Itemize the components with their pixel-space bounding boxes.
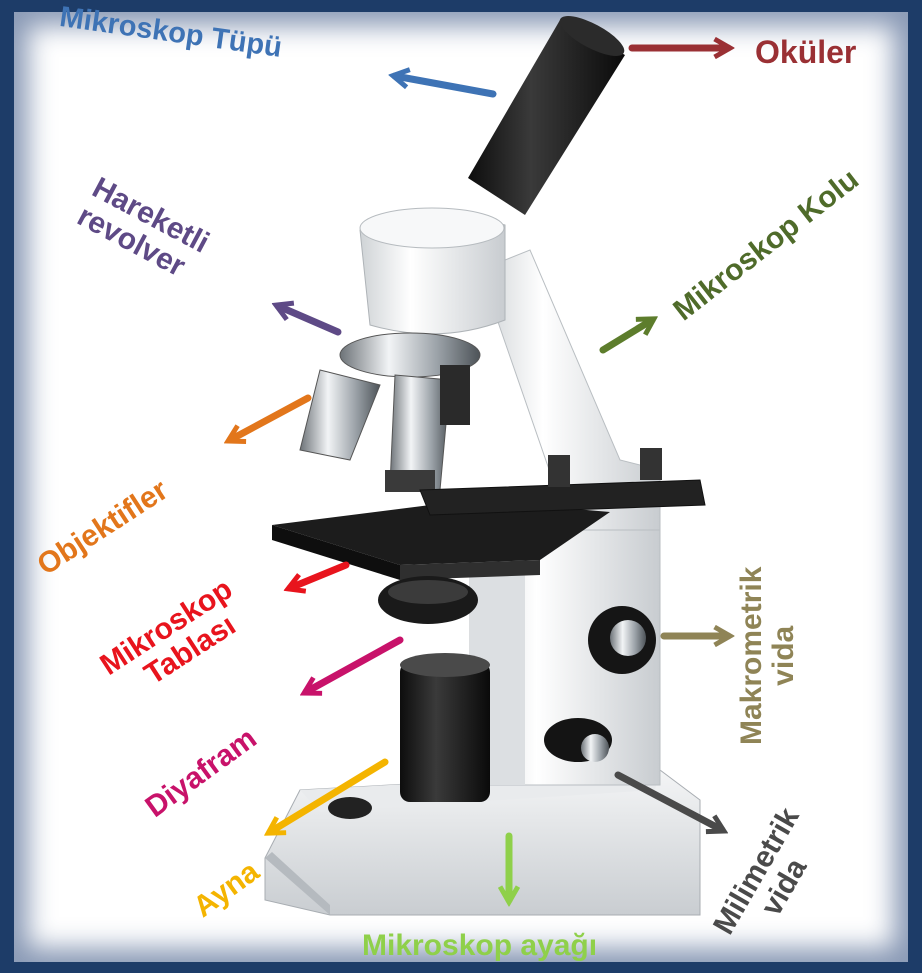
label-ocular: Oküler bbox=[755, 36, 856, 70]
tube-arrow bbox=[395, 76, 493, 94]
label-macro-line1: Makrometrik bbox=[736, 567, 768, 745]
label-macro-line2: vida bbox=[768, 567, 800, 745]
objectives-arrow bbox=[230, 398, 308, 440]
mirror-shape bbox=[328, 797, 372, 819]
label-foot: Mikroskop ayağı bbox=[362, 930, 597, 962]
lamp-shape bbox=[400, 662, 490, 802]
diaphragm-arrow bbox=[306, 640, 400, 692]
stage-arrow bbox=[290, 565, 346, 588]
objective-lenses-shape bbox=[300, 365, 470, 492]
revolver-arrow bbox=[278, 306, 338, 332]
microscope-drawing bbox=[265, 9, 705, 915]
arm-arrow bbox=[603, 320, 652, 350]
label-macro: Makrometrik vida bbox=[736, 567, 799, 745]
